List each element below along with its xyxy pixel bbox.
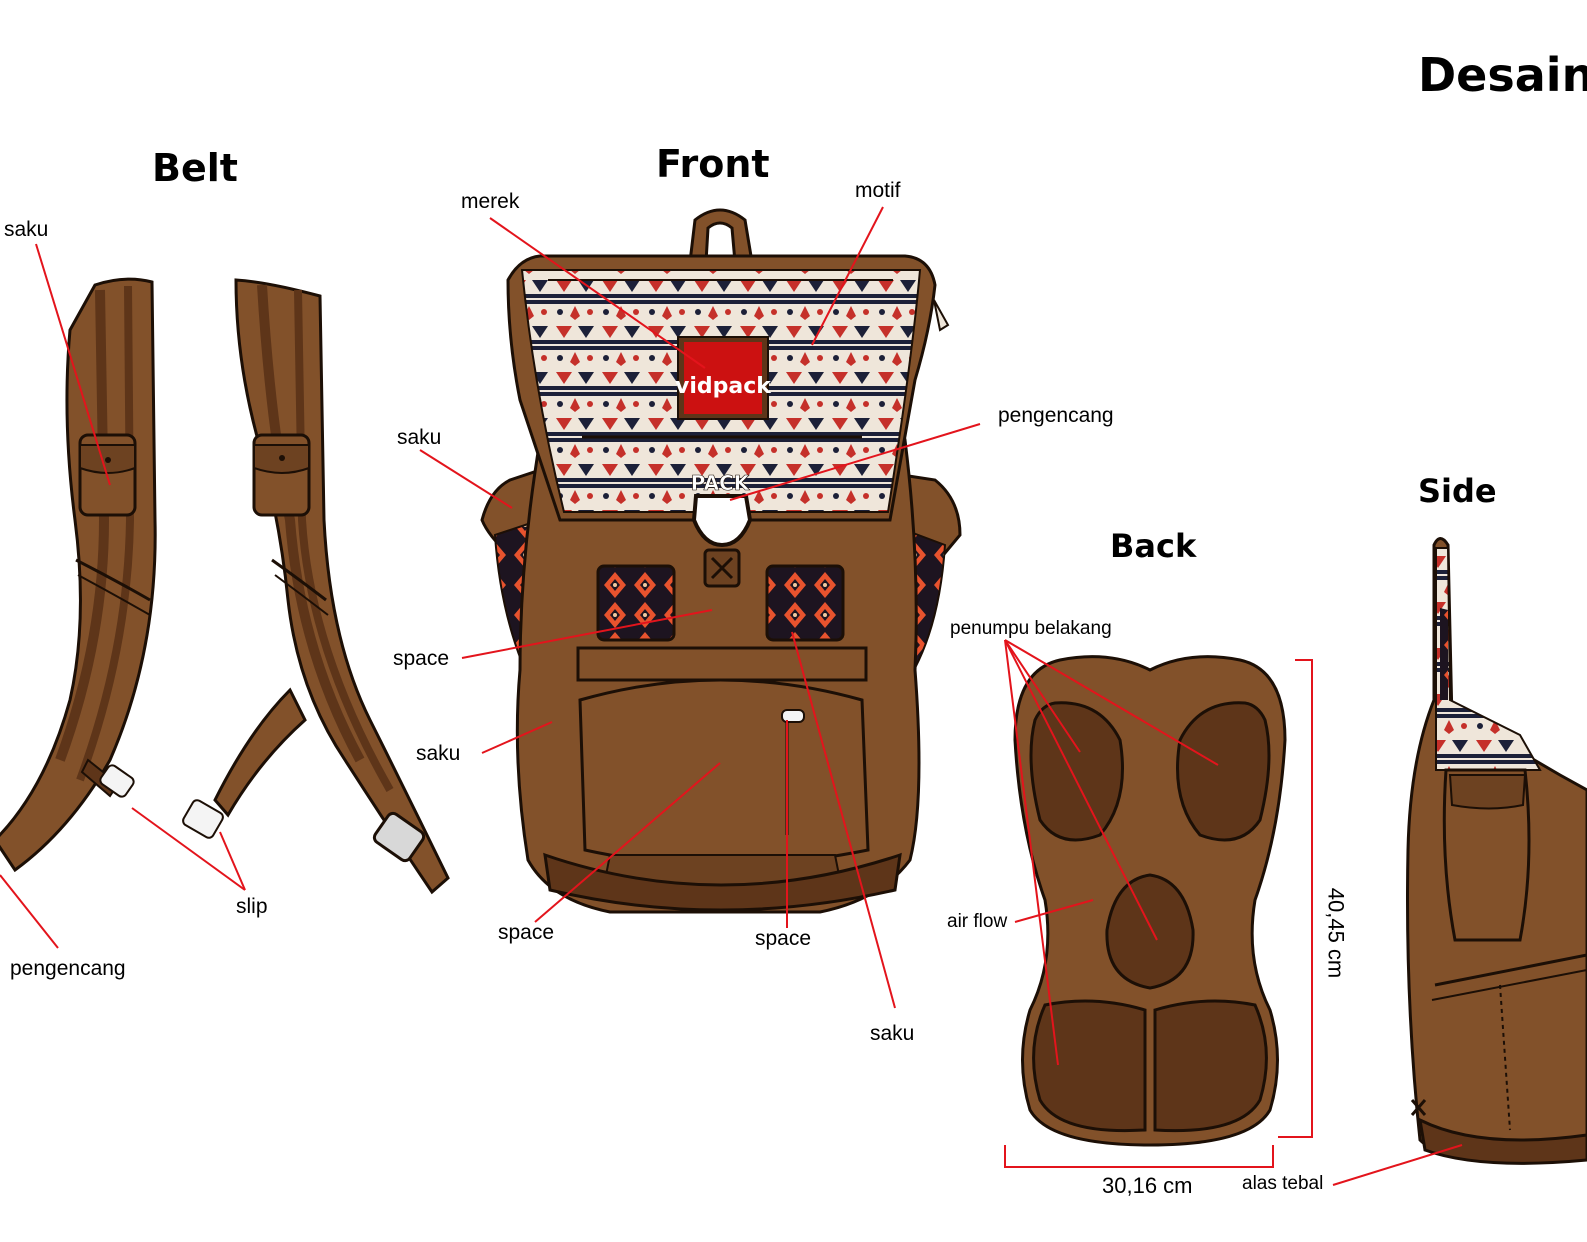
callout-front-space-bottom-left: [534, 762, 721, 923]
callout-back-penumpu-2: [1004, 639, 1219, 766]
dimension-height: 40,45 cm: [1323, 887, 1349, 979]
design-title: Desain: [1418, 48, 1587, 102]
label-front-saku-pocket: saku: [870, 1022, 915, 1045]
back-pad-lower-left: [1032, 999, 1147, 1133]
callout-front-saku-side: [419, 449, 513, 509]
callout-front-saku-low: [481, 721, 553, 754]
side-thick-base: [1418, 1117, 1587, 1165]
front-view: vidpack PACK: [480, 208, 962, 914]
label-front-pengencang: pengencang: [998, 404, 1114, 427]
brand-logo: vidpack: [675, 374, 772, 399]
brand-logo-bg: [684, 342, 762, 414]
callout-belt-slip-1: [131, 807, 246, 891]
callout-front-saku-pocket: [791, 631, 896, 1009]
width-dimension-line: [1004, 1145, 1274, 1168]
side-pocket: [1442, 768, 1531, 942]
label-front-saku-low: saku: [416, 742, 461, 765]
callout-belt-pengencang: [0, 874, 59, 949]
left-shoulder-strap: [0, 277, 157, 873]
zipper-pull: [781, 709, 805, 723]
side-ikat-motif: [1435, 547, 1542, 771]
callout-front-motif: [811, 206, 884, 346]
callout-front-space-mid: [461, 609, 713, 659]
callout-back-airflow: [1014, 899, 1094, 923]
callout-back-penumpu-1: [1004, 639, 1081, 753]
back-pad-center: [1105, 873, 1195, 990]
callout-belt-slip-2: [219, 831, 246, 891]
brand-patch: PACK: [691, 471, 751, 495]
back-title: Back: [1110, 527, 1197, 565]
callout-back-penumpu-4: [1004, 639, 1059, 1066]
belt-title: Belt: [152, 146, 238, 190]
front-buckle: [691, 494, 753, 548]
slip-buckle-left: [99, 764, 135, 798]
front-title: Front: [656, 142, 770, 186]
label-side-alas: alas tebal: [1242, 1173, 1324, 1194]
back-pad-upper-right: [1176, 701, 1271, 842]
label-belt-slip: slip: [236, 895, 268, 918]
label-front-motif: motif: [855, 179, 901, 202]
callout-back-penumpu-3: [1004, 639, 1158, 941]
front-base: [543, 852, 902, 912]
back-pad-upper-left: [1029, 701, 1124, 842]
belt-view: [0, 277, 450, 895]
slip-buckle-right: [182, 799, 224, 839]
callout-front-pengencang: [729, 423, 981, 501]
back-pad-lower-right: [1153, 999, 1268, 1133]
label-belt-pengencang: pengencang: [10, 957, 126, 980]
label-front-space-bottom-left: space: [498, 921, 555, 944]
top-handle: [688, 208, 754, 264]
dimension-width: 30,16 cm: [1102, 1173, 1193, 1198]
callout-lines: [0, 206, 1463, 1186]
label-back-airflow: air flow: [947, 911, 1008, 932]
label-front-space-mid: space: [393, 647, 450, 670]
callout-side-alas: [1332, 1144, 1463, 1186]
side-title: Side: [1418, 472, 1497, 510]
callout-belt-saku: [35, 243, 111, 486]
label-front-saku-side: saku: [397, 426, 442, 449]
label-front-space-bottom-right: space: [755, 927, 812, 950]
callout-front-merek: [489, 217, 706, 369]
back-view: [1004, 655, 1313, 1168]
label-belt-saku: saku: [4, 218, 49, 241]
label-back-penumpu: penumpu belakang: [950, 618, 1112, 639]
label-front-merek: merek: [461, 190, 520, 213]
right-shoulder-strap: [182, 278, 450, 895]
front-main-pocket: [578, 678, 870, 867]
front-ikat-panel-right: [765, 564, 845, 642]
side-view: [1406, 537, 1587, 1165]
strap-adjuster: [372, 811, 426, 863]
height-dimension-line: [1278, 659, 1313, 1138]
